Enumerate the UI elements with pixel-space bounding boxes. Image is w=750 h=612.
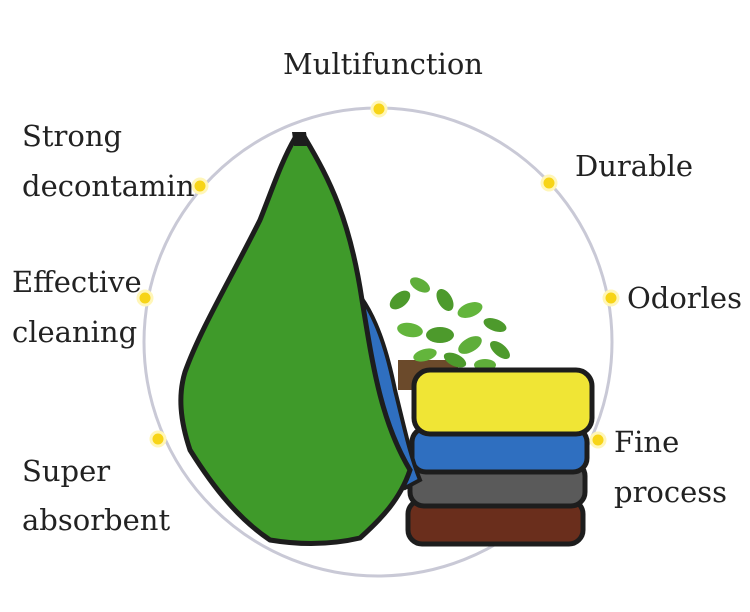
plant-icon	[389, 277, 510, 390]
label-cleaning: cleaning	[12, 315, 138, 349]
label-durable: Durable	[575, 149, 694, 183]
label-strong: Strong	[22, 119, 123, 153]
label-odorles: Odorles	[627, 281, 742, 315]
towel-green-hanging	[178, 135, 413, 546]
label-multifunction: Multifunction	[283, 47, 483, 81]
label-decontamin: decontamin	[22, 169, 195, 203]
label-effective: Effective	[12, 265, 142, 299]
towel-yellow	[411, 367, 595, 437]
towel-stack	[405, 367, 595, 547]
label-super: Super	[22, 454, 111, 488]
label-process: process	[614, 475, 728, 509]
label-absorbent: absorbent	[22, 503, 171, 537]
label-fine: Fine	[614, 425, 680, 459]
